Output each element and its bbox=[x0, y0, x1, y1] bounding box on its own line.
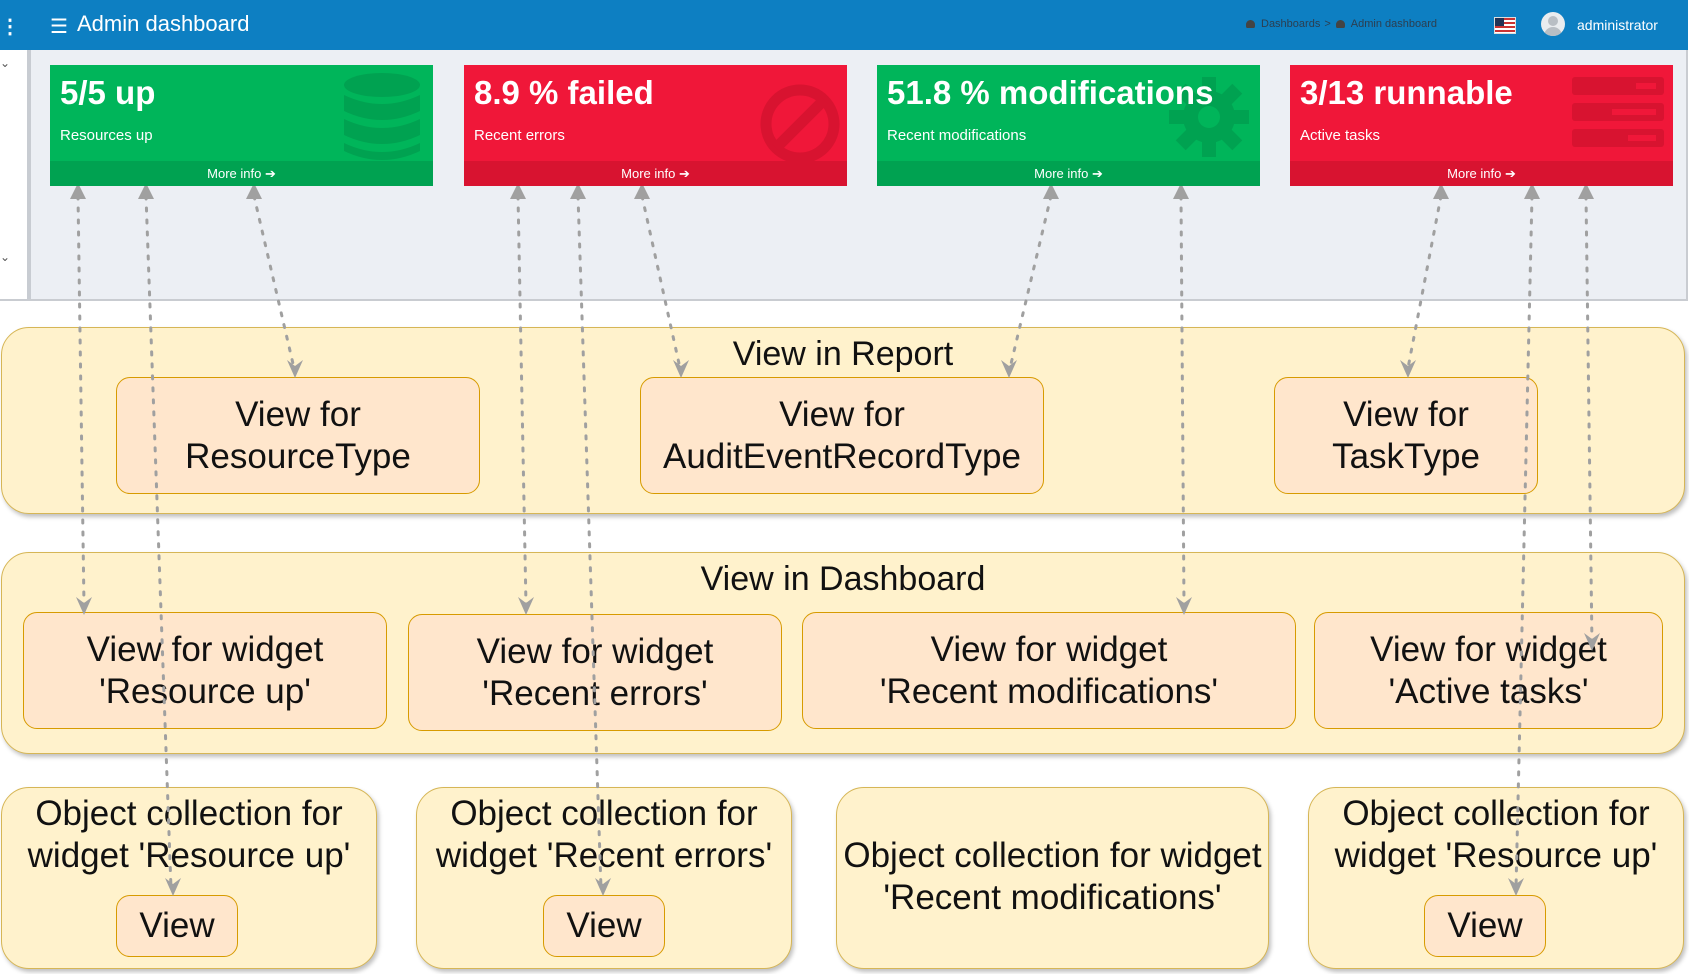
chevron-down-icon[interactable]: ⌄ bbox=[0, 250, 11, 264]
task-list-icon bbox=[1572, 77, 1664, 147]
page-title: Admin dashboard bbox=[77, 11, 250, 36]
user-menu[interactable]: administrator bbox=[1577, 17, 1658, 33]
breadcrumb-separator: > bbox=[1324, 18, 1331, 30]
resource-up-widget-view-node: View for widget 'Resource up' bbox=[23, 612, 387, 729]
widget-label: Recent modifications bbox=[887, 127, 1027, 144]
report-level-title: View in Report bbox=[732, 335, 954, 373]
sidebar-grip-icon[interactable]: ⋮ bbox=[0, 16, 20, 38]
collection-title: Object collection for widget 'Recent mod… bbox=[843, 836, 1262, 917]
breadcrumb: Dashboards > Admin dashboard bbox=[1245, 18, 1437, 30]
widget-recent-errors: 8.9 % failed Recent errors More info ➔ bbox=[464, 65, 847, 186]
dashboard-content: ⌄ ⌄ 5/5 up Resources up More info ➔ bbox=[0, 50, 1688, 301]
more-info-link[interactable]: More info ➔ bbox=[464, 161, 847, 186]
widget-recent-modifications: 51.8 % modifications Recent modification… bbox=[877, 65, 1260, 186]
widget-value: 5/5 up bbox=[60, 74, 156, 111]
dashboard-level-title: View in Dashboard bbox=[700, 560, 986, 598]
collection-title: Object collection for widget 'Resource u… bbox=[1334, 794, 1658, 875]
more-info-link[interactable]: More info ➔ bbox=[50, 161, 433, 186]
breadcrumb-item-admin-dashboard: Admin dashboard bbox=[1350, 18, 1437, 30]
sidebar-collapsed: ⌄ ⌄ bbox=[0, 50, 31, 299]
audit-event-view-node: View for AuditEventRecordType bbox=[640, 377, 1044, 494]
chevron-down-icon[interactable]: ⌄ bbox=[0, 56, 11, 70]
breadcrumb-item-dashboards[interactable]: Dashboards bbox=[1261, 18, 1321, 30]
dashboard-screenshot: ⋮ ☰ Admin dashboard Dashboards > Admin d… bbox=[0, 0, 1689, 301]
resource-type-view-node: View for ResourceType bbox=[116, 377, 480, 494]
collection-title: Object collection for widget 'Recent err… bbox=[435, 794, 773, 875]
widget-label: Recent errors bbox=[474, 127, 565, 144]
dashboard-icon bbox=[1245, 19, 1257, 29]
menu-toggle-icon[interactable]: ☰ bbox=[50, 16, 68, 38]
dashboard-icon bbox=[1335, 19, 1347, 29]
collection-recent-modifications: Object collection for widget 'Recent mod… bbox=[836, 787, 1269, 969]
language-flag-icon[interactable] bbox=[1494, 17, 1516, 34]
collection-view-node: View bbox=[543, 895, 665, 957]
collection-title: Object collection for widget 'Resource u… bbox=[27, 794, 351, 875]
widget-label: Active tasks bbox=[1300, 127, 1381, 144]
widget-active-tasks: 3/13 runnable Active tasks More info ➔ bbox=[1290, 65, 1673, 186]
recent-modifications-widget-view-node: View for widget 'Recent modifications' bbox=[802, 612, 1296, 729]
collection-view-node: View bbox=[116, 895, 238, 957]
ban-icon bbox=[760, 84, 840, 164]
widget-label: Resources up bbox=[60, 127, 153, 144]
collection-view-node: View bbox=[1424, 895, 1546, 957]
active-tasks-widget-view-node: View for widget 'Active tasks' bbox=[1314, 612, 1663, 729]
widget-value: 51.8 % modifications bbox=[887, 74, 1214, 111]
more-info-link[interactable]: More info ➔ bbox=[877, 161, 1260, 186]
widget-resources-up: 5/5 up Resources up More info ➔ bbox=[50, 65, 433, 186]
recent-errors-widget-view-node: View for widget 'Recent errors' bbox=[408, 614, 782, 731]
gear-icon bbox=[1169, 77, 1249, 157]
task-type-view-node: View for TaskType bbox=[1274, 377, 1538, 494]
collection-active-tasks: Object collection for widget 'Resource u… bbox=[1308, 787, 1684, 969]
more-info-link[interactable]: More info ➔ bbox=[1290, 161, 1673, 186]
top-navbar: ⋮ ☰ Admin dashboard Dashboards > Admin d… bbox=[0, 0, 1688, 50]
user-avatar[interactable] bbox=[1541, 12, 1565, 36]
database-icon bbox=[344, 73, 420, 160]
widget-value: 8.9 % failed bbox=[474, 74, 654, 111]
widget-value: 3/13 runnable bbox=[1300, 74, 1513, 111]
